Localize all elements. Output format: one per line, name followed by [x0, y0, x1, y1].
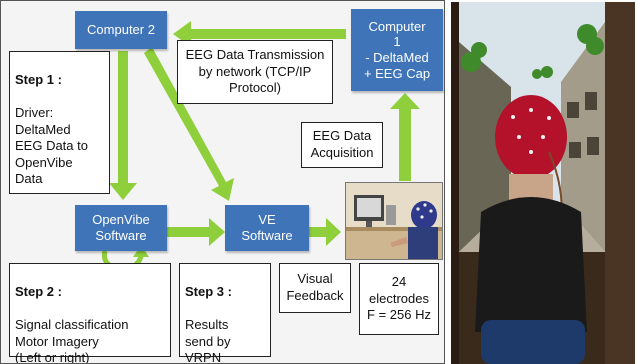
openvibe-box: OpenVibe Software — [75, 205, 167, 251]
step3-box: Step 3 : Results send by VRPN — [179, 263, 271, 363]
acquisition-label: EEG Data Acquisition — [301, 122, 383, 168]
arrow-acquisition-to-computer1 — [390, 93, 420, 181]
vr-photo — [451, 2, 635, 364]
step3-body: Results send by VRPN — [185, 316, 231, 364]
lab-photo — [345, 182, 443, 260]
step1-title: Step 1 : — [15, 71, 62, 87]
step1-box: Step 1 : Driver: DeltaMed EEG Data to Op… — [9, 51, 110, 194]
arrow-computer1-to-computer2 — [173, 21, 346, 47]
arrow-ve-to-photo — [309, 218, 341, 246]
arrow-computer2-to-openvibe — [109, 51, 137, 200]
arrow-computer2-to-ve — [144, 47, 234, 201]
arrow-openvibe-to-ve — [167, 218, 225, 246]
eeg-system-diagram: Computer 2 Computer 1 - DeltaMed + EEG C… — [0, 0, 445, 364]
computer1-box: Computer 1 - DeltaMed + EEG Cap — [351, 9, 443, 91]
step2-box: Step 2 : Signal classification Motor Ima… — [9, 263, 171, 363]
step2-body: Signal classification Motor Imagery (Lef… — [15, 316, 129, 364]
step3-title: Step 3 : — [185, 283, 232, 299]
computer2-box: Computer 2 — [75, 11, 167, 49]
step2-title: Step 2 : — [15, 283, 62, 299]
visual-feedback-label: Visual Feedback — [279, 263, 351, 313]
step1-body: Driver: DeltaMed EEG Data to OpenVibe Da… — [15, 104, 88, 187]
electrodes-label: 24 electrodes F = 256 Hz — [359, 263, 439, 335]
transmission-label: EEG Data Transmission by network (TCP/IP… — [177, 40, 333, 104]
ve-box: VE Software — [225, 205, 309, 251]
